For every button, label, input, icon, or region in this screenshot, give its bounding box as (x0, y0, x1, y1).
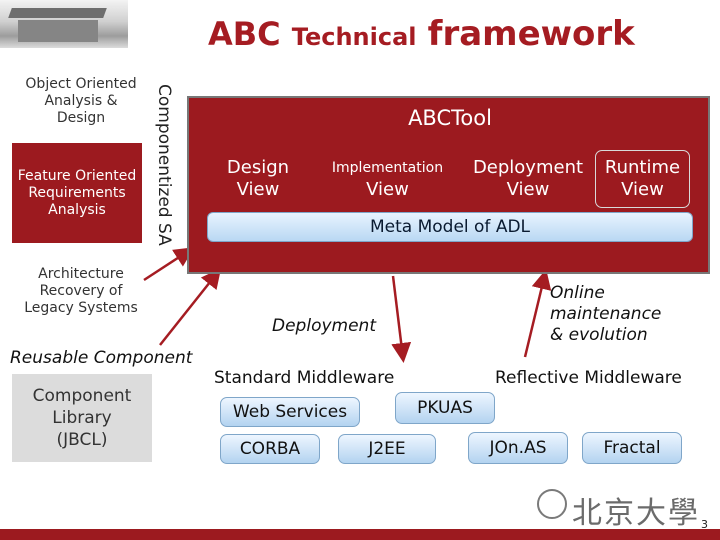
online-maintenance-label: Online maintenance & evolution (550, 283, 662, 345)
feature-requirements-box: Feature Oriented Requirements Analysis (12, 143, 142, 243)
deployment-view: Deployment View (472, 157, 584, 200)
title-word-technical: Technical (291, 23, 417, 51)
slide-title: ABC Technical framework (208, 14, 678, 54)
ooad-box: Object Oriented Analysis & Design (20, 70, 142, 132)
arrow-recovery-to-tool (143, 247, 195, 282)
j2ee-box: J2EE (338, 434, 436, 464)
componentized-sa-label: Componentized SA (154, 84, 174, 246)
arrow-online-evolution (523, 269, 552, 358)
abctool-title: ABCTool (408, 106, 492, 130)
meta-model-bar: Meta Model of ADL (207, 212, 693, 242)
arrow-deployment (391, 275, 412, 363)
title-word-abc: ABC (208, 15, 281, 53)
jonas-box: JOn.AS (468, 432, 568, 464)
deployment-label: Deployment (272, 316, 376, 336)
runtime-view: Runtime View (595, 150, 690, 208)
footer-bar (0, 529, 720, 540)
university-seal-icon (537, 489, 567, 519)
fractal-box: Fractal (582, 432, 682, 464)
web-services-box: Web Services (220, 397, 360, 427)
reusable-component-label: Reusable Component (10, 348, 193, 368)
pkuas-box: PKUAS (395, 392, 495, 424)
header-building-photo (0, 0, 128, 48)
standard-middleware-label: Standard Middleware (214, 368, 395, 388)
implementation-view: Implementation View (331, 160, 444, 200)
university-logo-icon: 北京大學 (572, 496, 700, 531)
corba-box: CORBA (220, 434, 320, 464)
title-word-framework: framework (427, 14, 635, 54)
arrow-reusable-to-tool (159, 268, 222, 346)
page-number: 3 (701, 518, 708, 531)
architecture-recovery-box: Architecture Recovery of Legacy Systems (20, 258, 142, 324)
component-library-box: Component Library (JBCL) (12, 374, 152, 462)
design-view: Design View (226, 157, 290, 200)
reflective-middleware-label: Reflective Middleware (495, 368, 682, 388)
